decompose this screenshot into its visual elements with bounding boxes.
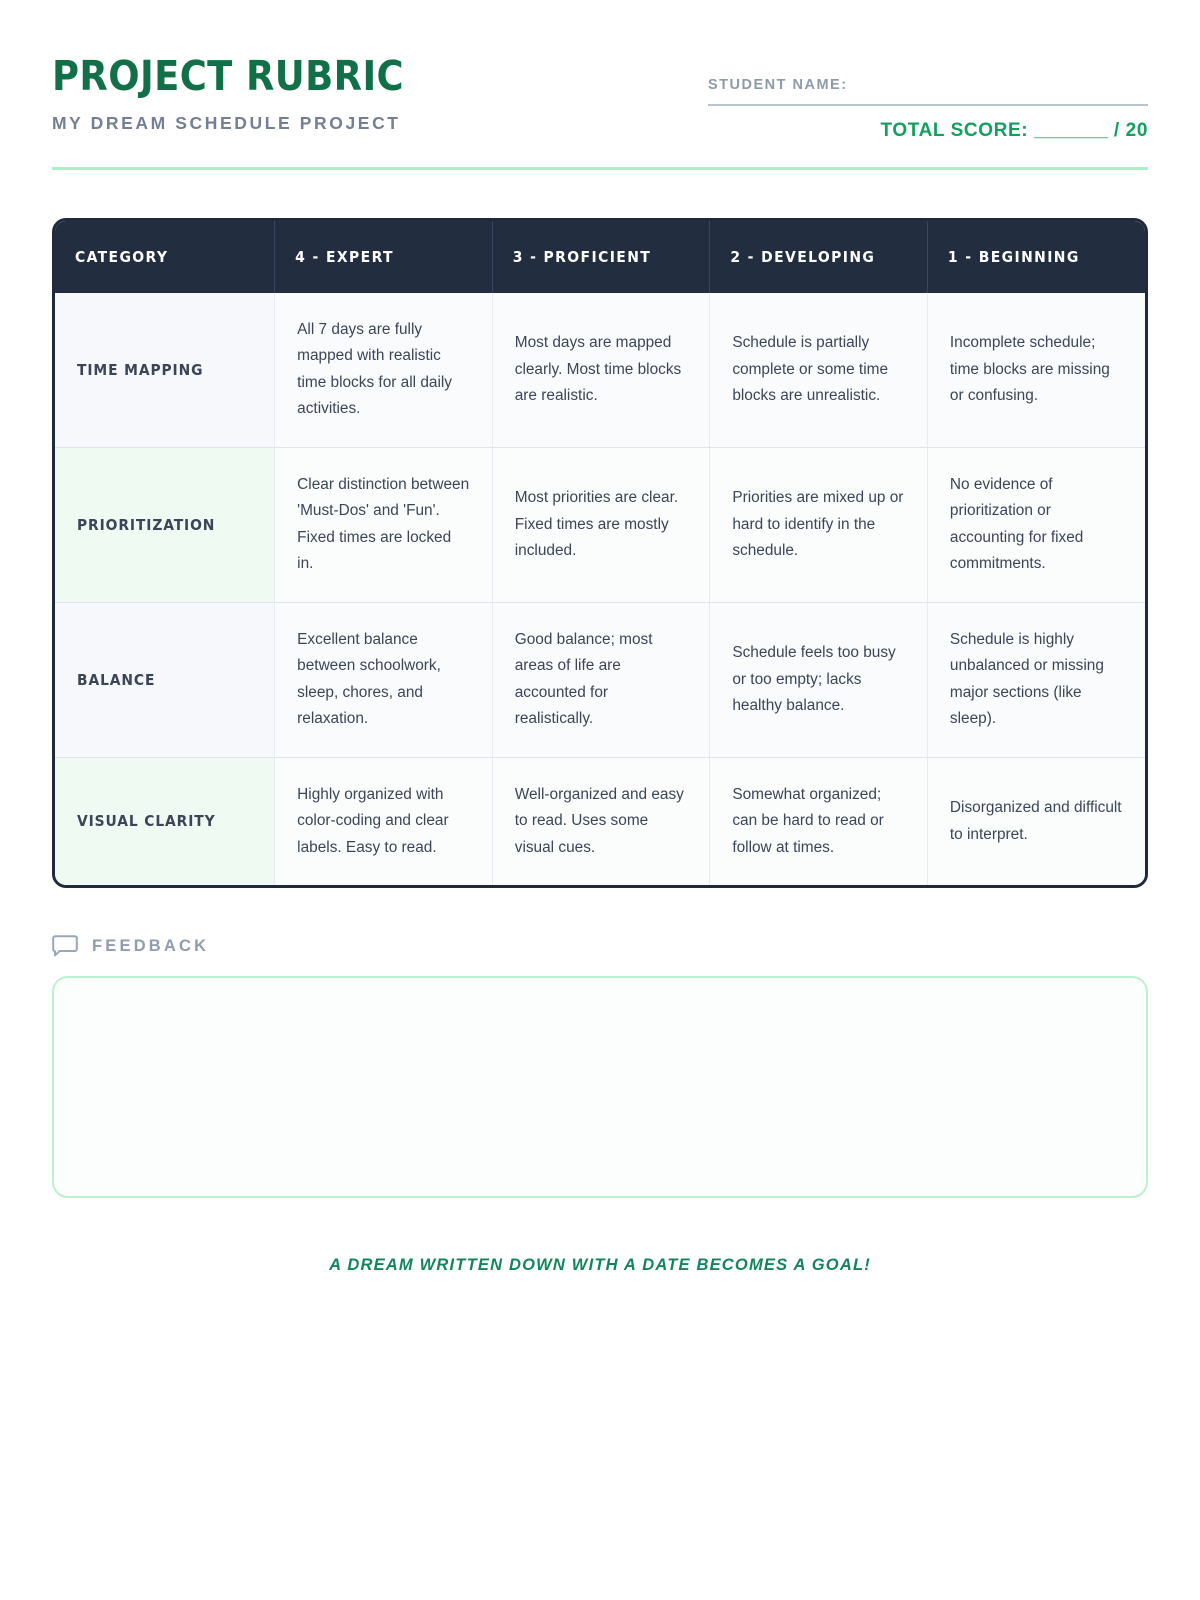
cell-developing[interactable]: Schedule is partially complete or some t… <box>709 293 928 448</box>
column-header-proficient: 3 - PROFICIENT <box>492 221 711 293</box>
column-header-expert: 4 - EXPERT <box>274 221 493 293</box>
rubric-table-container: CATEGORY 4 - EXPERT 3 - PROFICIENT 2 - D… <box>52 218 1148 889</box>
cell-proficient[interactable]: Most priorities are clear. Fixed times a… <box>492 447 711 603</box>
comment-bubble-icon <box>52 934 78 958</box>
cell-proficient[interactable]: Most days are mapped clearly. Most time … <box>492 293 711 448</box>
footer-tagline: A DREAM WRITTEN DOWN WITH A DATE BECOMES… <box>329 1256 871 1275</box>
student-name-field[interactable]: STUDENT NAME: <box>708 76 1148 106</box>
column-header-developing: 2 - DEVELOPING <box>709 221 928 293</box>
column-header-beginning: 1 - BEGINNING <box>927 221 1145 293</box>
cell-proficient[interactable]: Good balance; most areas of life are acc… <box>492 602 711 758</box>
cell-expert[interactable]: Clear distinction between 'Must-Dos' and… <box>274 447 493 603</box>
cell-developing[interactable]: Somewhat organized; can be hard to read … <box>709 757 928 886</box>
header-titles: PROJECT RUBRIC MY DREAM SCHEDULE PROJECT <box>52 56 404 134</box>
cell-developing[interactable]: Priorities are mixed up or hard to ident… <box>709 447 928 603</box>
total-score-blank[interactable]: _______ <box>1034 120 1109 141</box>
cell-expert[interactable]: All 7 days are fully mapped with realist… <box>274 293 493 448</box>
page-subtitle: MY DREAM SCHEDULE PROJECT <box>52 113 401 133</box>
column-header-category: CATEGORY <box>55 221 276 293</box>
rubric-table: CATEGORY 4 - EXPERT 3 - PROFICIENT 2 - D… <box>55 221 1145 886</box>
table-body: TIME MAPPING All 7 days are fully mapped… <box>55 293 1145 886</box>
total-score-max: / 20 <box>1113 120 1148 141</box>
cell-expert[interactable]: Highly organized with color-coding and c… <box>274 757 493 886</box>
page-header: PROJECT RUBRIC MY DREAM SCHEDULE PROJECT… <box>52 52 1148 142</box>
cell-beginning[interactable]: Schedule is highly unbalanced or missing… <box>927 602 1145 758</box>
student-name-label: STUDENT NAME: <box>708 77 848 93</box>
cell-proficient[interactable]: Well-organized and easy to read. Uses so… <box>492 757 711 886</box>
row-category: PRIORITIZATION <box>55 447 276 603</box>
cell-developing[interactable]: Schedule feels too busy or too empty; la… <box>709 602 928 758</box>
cell-beginning[interactable]: Incomplete schedule; time blocks are mis… <box>927 293 1145 448</box>
feedback-label: FEEDBACK <box>92 936 210 955</box>
row-category: TIME MAPPING <box>55 293 276 448</box>
table-row: TIME MAPPING All 7 days are fully mapped… <box>55 293 1145 448</box>
cell-expert[interactable]: Excellent balance between schoolwork, sl… <box>274 602 493 758</box>
table-header-row: CATEGORY 4 - EXPERT 3 - PROFICIENT 2 - D… <box>55 221 1145 293</box>
table-row: VISUAL CLARITY Highly organized with col… <box>55 757 1145 886</box>
table-header: CATEGORY 4 - EXPERT 3 - PROFICIENT 2 - D… <box>55 221 1145 293</box>
cell-beginning[interactable]: Disorganized and difficult to interpret. <box>927 757 1145 886</box>
header-divider <box>52 167 1148 170</box>
table-row: PRIORITIZATION Clear distinction between… <box>55 447 1145 603</box>
cell-beginning[interactable]: No evidence of prioritization or account… <box>927 447 1145 603</box>
total-score-label: TOTAL SCORE: <box>880 120 1029 141</box>
header-fields: STUDENT NAME: TOTAL SCORE: _______ / 20 <box>708 56 1148 142</box>
row-category: VISUAL CLARITY <box>55 757 276 886</box>
table-row: BALANCE Excellent balance between school… <box>55 602 1145 758</box>
feedback-header: FEEDBACK <box>52 934 1148 958</box>
row-category: BALANCE <box>55 602 276 758</box>
total-score-field[interactable]: TOTAL SCORE: _______ / 20 <box>708 120 1148 142</box>
feedback-input[interactable] <box>52 976 1148 1199</box>
page-title: PROJECT RUBRIC <box>52 52 405 100</box>
